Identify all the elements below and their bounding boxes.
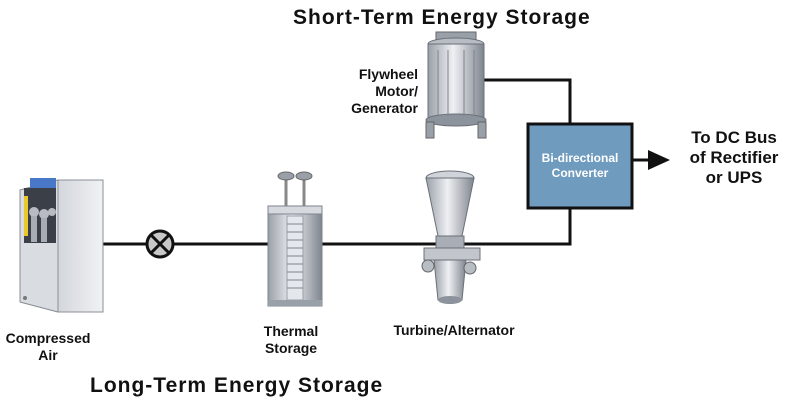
thermal-storage-label-line: Storage [264, 340, 318, 356]
flywheel-label-line: Flywheel [358, 66, 418, 82]
turbine-icon [421, 170, 481, 304]
thermal-storage-icon [267, 171, 323, 307]
connection-lines [103, 78, 650, 246]
main-bus-line [103, 208, 572, 246]
valve-icon [145, 229, 175, 259]
output-label: To DC Bus of Rectifier or UPS [672, 128, 796, 188]
compressed-air-cabinet-icon [19, 178, 104, 313]
compressed-air-label-line: Air [38, 347, 58, 363]
thermal-storage-label-line: Thermal [263, 323, 319, 339]
output-label-line: To DC Bus [691, 128, 777, 147]
thermal-storage-label: Thermal Storage [248, 323, 334, 357]
converter-box [526, 122, 634, 210]
flywheel-label-line: Motor/ [375, 83, 418, 99]
converter-label-line: Converter [551, 166, 609, 180]
compressed-air-label-line: Compressed [5, 330, 91, 346]
arrow-right-icon [648, 150, 670, 170]
flywheel-label-line: Generator [351, 100, 418, 116]
flywheel-label: Flywheel Motor/ Generator [330, 66, 418, 117]
long-term-heading: Long-Term Energy Storage [90, 374, 384, 397]
compressed-air-label: Compressed Air [0, 330, 96, 364]
short-term-heading: Short-Term Energy Storage [293, 6, 591, 29]
output-label-line: or UPS [705, 168, 763, 187]
flywheel-link-line [475, 78, 572, 124]
turbine-label: Turbine/Alternator [393, 322, 515, 338]
flywheel-icon [425, 31, 487, 139]
converter-label: Bi-directional Converter [530, 151, 630, 181]
converter-label-line: Bi-directional [541, 151, 619, 165]
output-label-line: of Rectifier [689, 148, 779, 167]
